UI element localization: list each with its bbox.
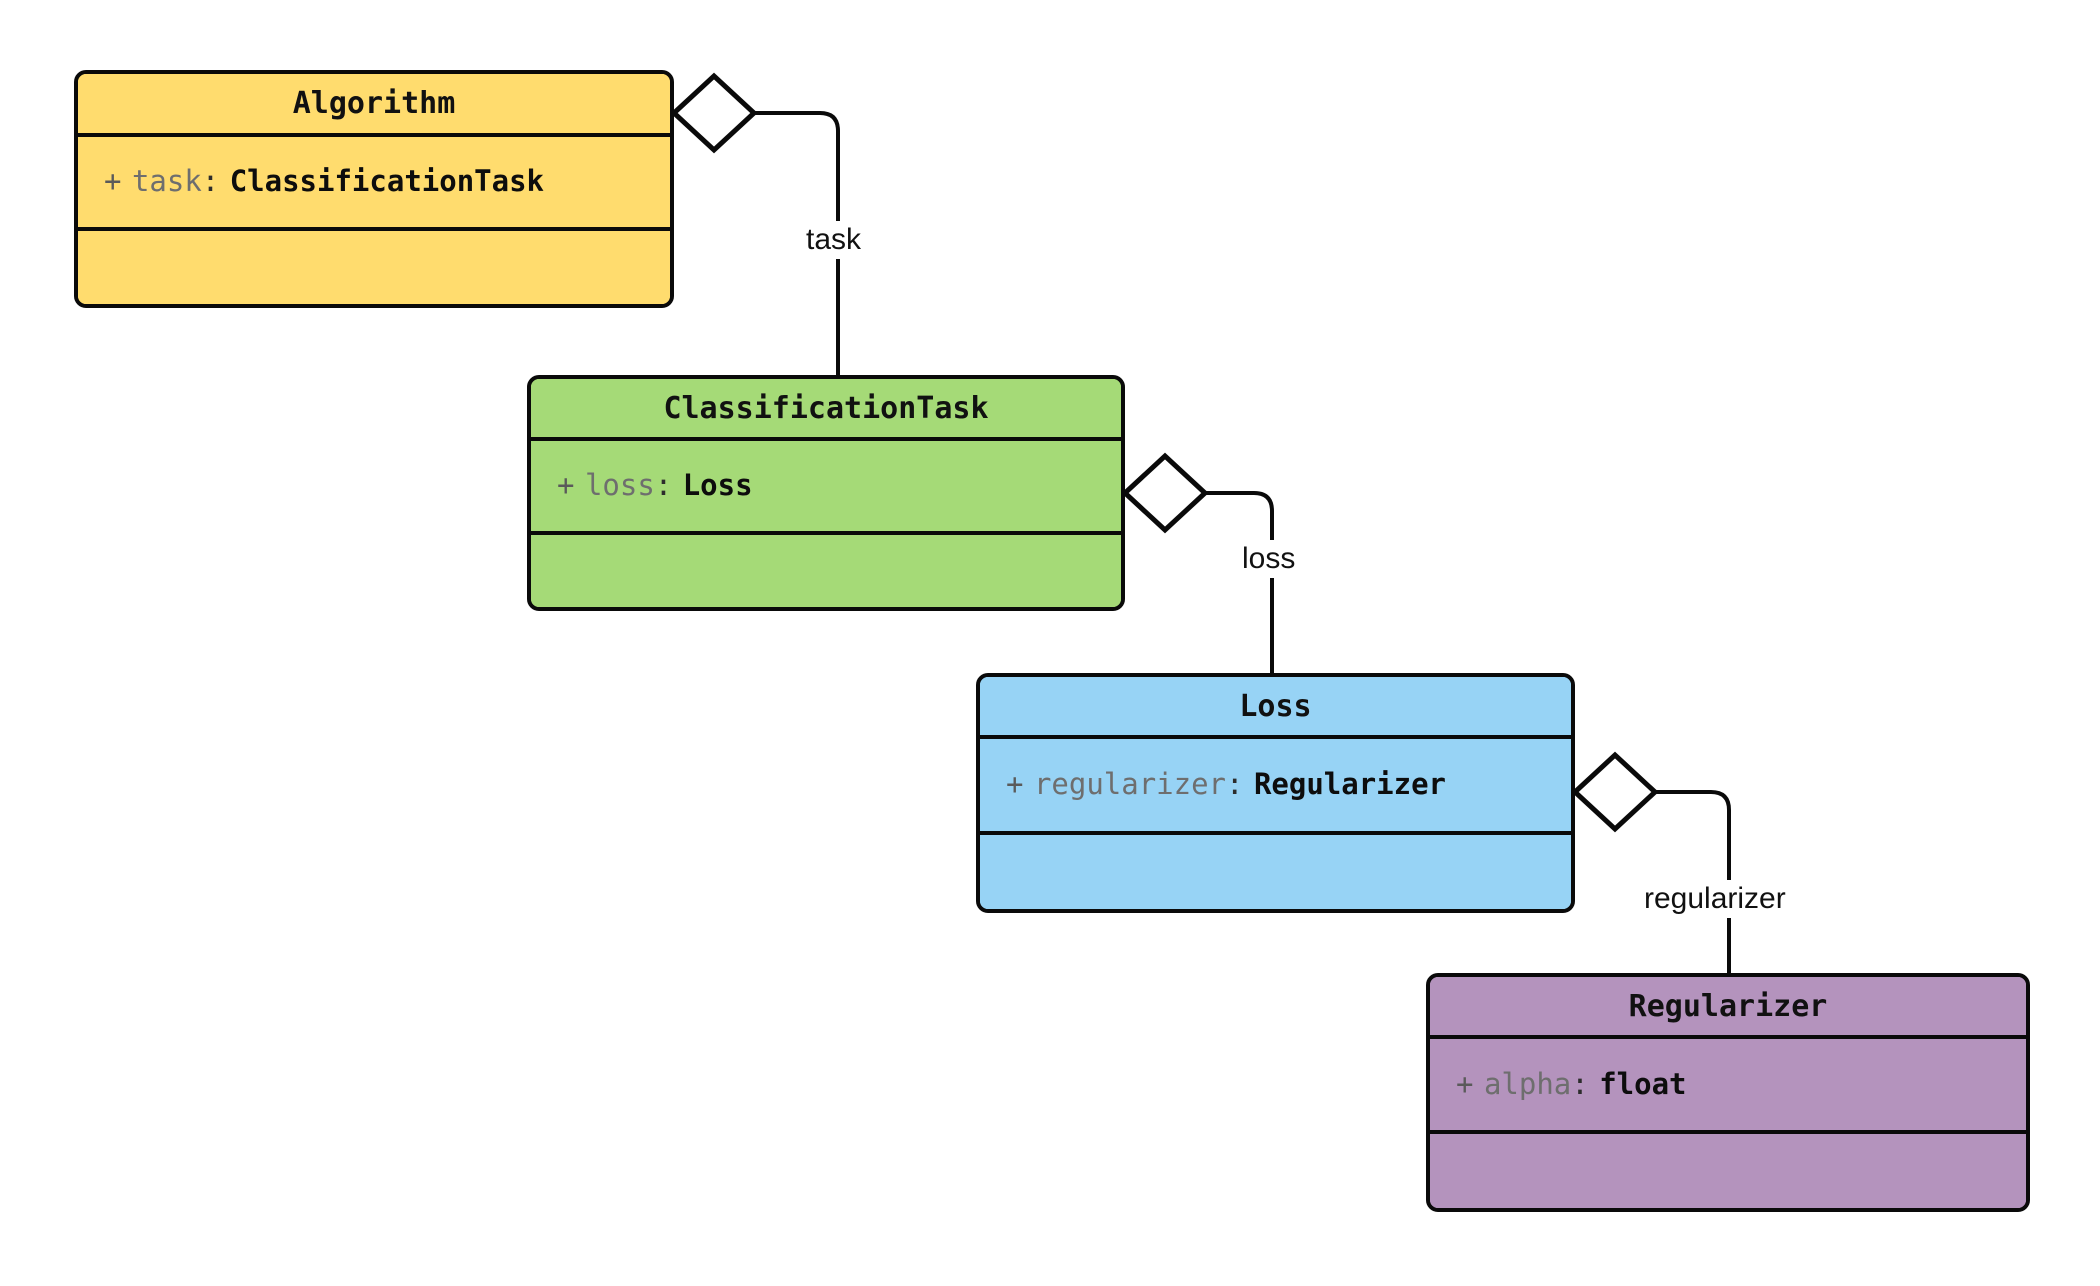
aggregation-diamond-icon (670, 72, 758, 154)
attribute-type: Regularizer (1253, 767, 1446, 802)
attribute-separator: : (201, 164, 220, 199)
aggregation-diamond-icon (1571, 751, 1659, 833)
attribute-type: Loss (682, 468, 753, 503)
edge-loss-to-regularizer[interactable] (1571, 751, 1731, 973)
uml-attributes-algorithm: + task: ClassificationTask (78, 137, 670, 231)
attribute-name: task (131, 164, 202, 199)
edge-label-task: task (800, 221, 868, 259)
attribute-type: float (1599, 1066, 1687, 1101)
uml-methods-loss (980, 835, 1571, 909)
edge-classificationtask-to-loss[interactable] (1121, 452, 1274, 673)
attribute-visibility: + (1456, 1066, 1474, 1101)
uml-attribute-row: + task: ClassificationTask (104, 164, 544, 199)
uml-class-title-regularizer: Regularizer (1430, 977, 2026, 1039)
uml-methods-algorithm (78, 231, 670, 304)
aggregation-diamond-icon (1121, 452, 1209, 534)
uml-methods-regularizer (1430, 1134, 2026, 1208)
uml-class-title-loss: Loss (980, 677, 1571, 739)
uml-attribute-row: + alpha: float (1456, 1066, 1687, 1101)
uml-class-regularizer[interactable]: Regularizer + alpha: float (1426, 973, 2030, 1212)
attribute-visibility: + (104, 164, 122, 199)
attribute-type: ClassificationTask (229, 164, 544, 199)
uml-attributes-loss: + regularizer: Regularizer (980, 739, 1571, 835)
attribute-name: loss (584, 468, 655, 503)
attribute-name: regularizer (1033, 767, 1226, 802)
uml-class-algorithm[interactable]: Algorithm + task: ClassificationTask (74, 70, 674, 308)
uml-attributes-classification-task: + loss: Loss (531, 441, 1121, 535)
edge-label-loss: loss (1236, 540, 1302, 578)
attribute-separator: : (1226, 767, 1244, 802)
attribute-visibility: + (557, 468, 575, 503)
edge-label-regularizer: regularizer (1638, 880, 1792, 918)
attribute-separator: : (1571, 1066, 1589, 1101)
attribute-visibility: + (1006, 767, 1024, 802)
uml-class-classification-task[interactable]: ClassificationTask + loss: Loss (527, 375, 1125, 611)
uml-class-loss[interactable]: Loss + regularizer: Regularizer (976, 673, 1575, 913)
uml-methods-classification-task (531, 535, 1121, 607)
uml-attributes-regularizer: + alpha: float (1430, 1039, 2026, 1134)
attribute-name: alpha (1483, 1066, 1572, 1101)
uml-attribute-row: + loss: Loss (557, 468, 753, 503)
edge-algorithm-to-classificationtask[interactable] (670, 72, 840, 375)
attribute-separator: : (654, 468, 673, 503)
uml-attribute-row: + regularizer: Regularizer (1006, 767, 1446, 802)
uml-class-title-classification-task: ClassificationTask (531, 379, 1121, 441)
uml-class-title-algorithm: Algorithm (78, 74, 670, 137)
